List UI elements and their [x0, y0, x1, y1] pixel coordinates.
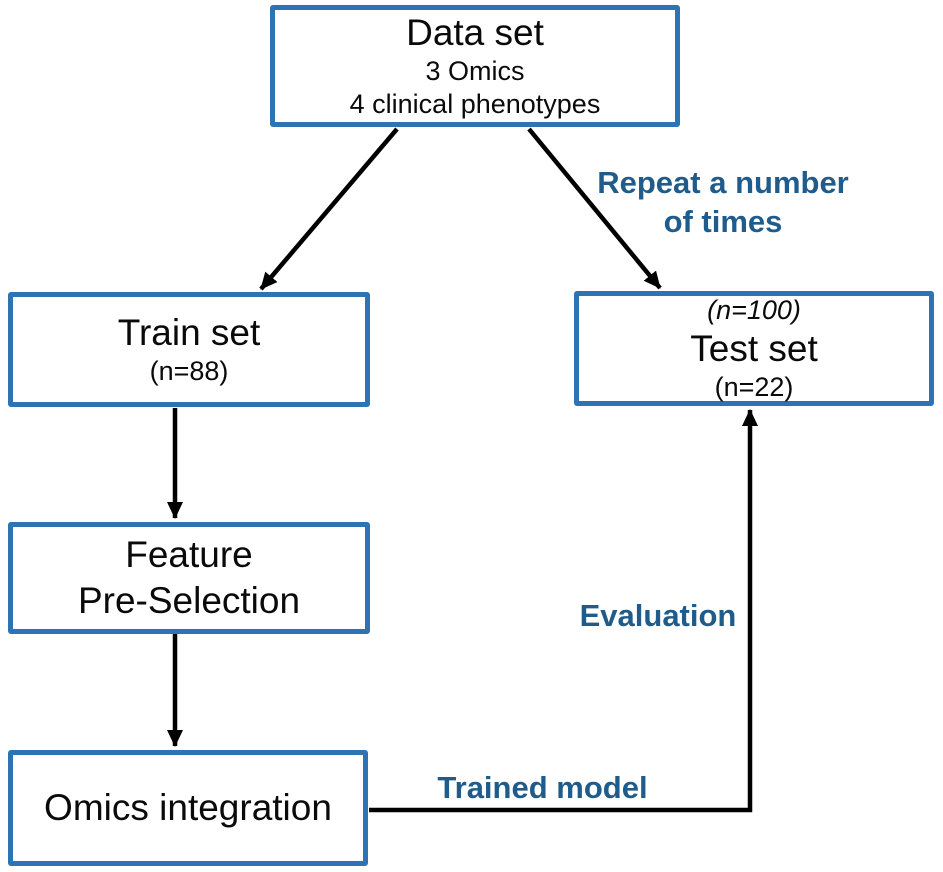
data-set-title: Data set: [406, 12, 544, 53]
train-set-count: (n=88): [149, 356, 229, 386]
data-set-phenotypes-detail: 4 clinical phenotypes: [349, 89, 601, 119]
test-set-box: (n=100) Test set (n=22): [574, 291, 934, 406]
omics-integration-box: Omics integration: [8, 750, 368, 866]
test-set-count: (n=22): [714, 371, 794, 402]
repeat-label-line2: of times: [663, 204, 783, 239]
repeat-label: Repeat a number of times: [580, 163, 866, 241]
omics-integration-title: Omics integration: [44, 787, 332, 828]
arrow-dataset-to-trainset: [259, 127, 399, 291]
train-set-title: Train set: [117, 312, 261, 353]
train-set-box: Train set (n=88): [8, 292, 370, 407]
test-set-title: Test set: [690, 327, 818, 369]
evaluation-label: Evaluation: [579, 598, 737, 633]
test-set-iterations: (n=100): [707, 294, 801, 325]
feature-preselection-line1: Feature: [125, 534, 253, 575]
feature-preselection-line2: Pre-Selection: [77, 580, 301, 621]
data-set-omics-detail: 3 Omics: [425, 56, 525, 86]
trained-model-label: Trained model: [437, 770, 648, 805]
feature-preselection-box: Feature Pre-Selection: [8, 522, 370, 634]
data-set-box: Data set 3 Omics 4 clinical phenotypes: [270, 5, 680, 127]
repeat-label-line1: Repeat a number: [597, 165, 849, 200]
